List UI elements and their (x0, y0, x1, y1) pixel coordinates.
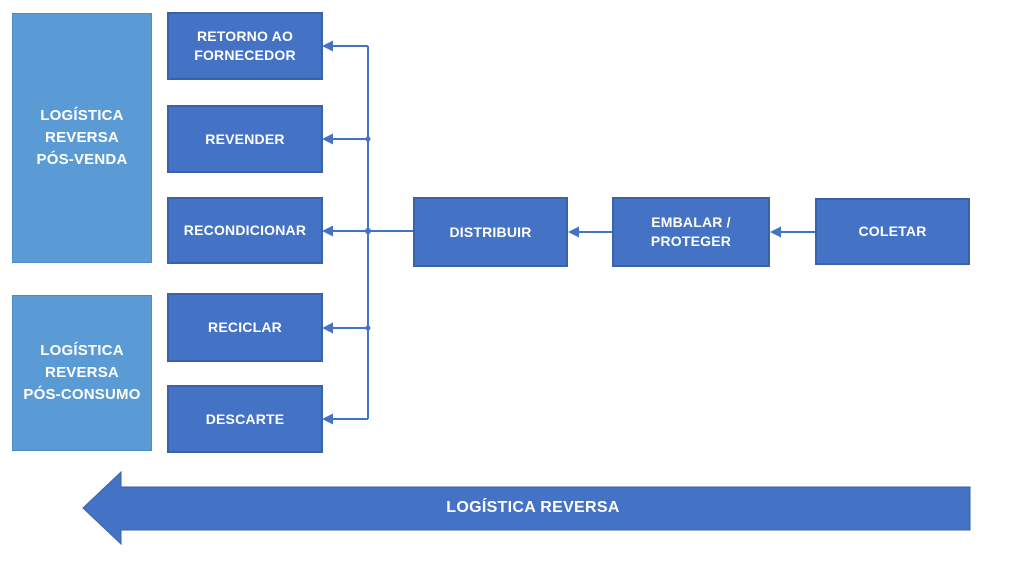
junction-dot-revender (365, 136, 371, 142)
box-retorno-ao-fornecedor: RETORNO AO FORNECEDOR (167, 12, 323, 80)
box-logistica-reversa-pos-venda: LOGÍSTICA REVERSA PÓS-VENDA (12, 13, 152, 263)
arrowhead-recondicionar (322, 225, 333, 237)
arrowhead-retorno (322, 40, 333, 52)
reverse-flow-arrow-label: LOGÍSTICA REVERSA (446, 499, 620, 516)
arrowhead-distribuir (568, 226, 579, 238)
arrowhead-embalar (770, 226, 781, 238)
box-distribuir: DISTRIBUIR (413, 197, 568, 267)
reverse-flow-arrow (82, 470, 971, 546)
box-logistica-reversa-pos-consumo: LOGÍSTICA REVERSA PÓS-CONSUMO (12, 295, 152, 451)
arrowhead-descarte (322, 413, 333, 425)
box-coletar: COLETAR (815, 198, 970, 265)
box-descarte: DESCARTE (167, 385, 323, 453)
junction-dot-recondicionar (365, 228, 371, 234)
arrowhead-reciclar (322, 322, 333, 334)
box-embalar-proteger: EMBALAR / PROTEGER (612, 197, 770, 267)
box-recondicionar: RECONDICIONAR (167, 197, 323, 264)
junction-dot-reciclar (365, 325, 371, 331)
box-revender: REVENDER (167, 105, 323, 173)
arrowhead-revender (322, 133, 333, 145)
box-reciclar: RECICLAR (167, 293, 323, 362)
